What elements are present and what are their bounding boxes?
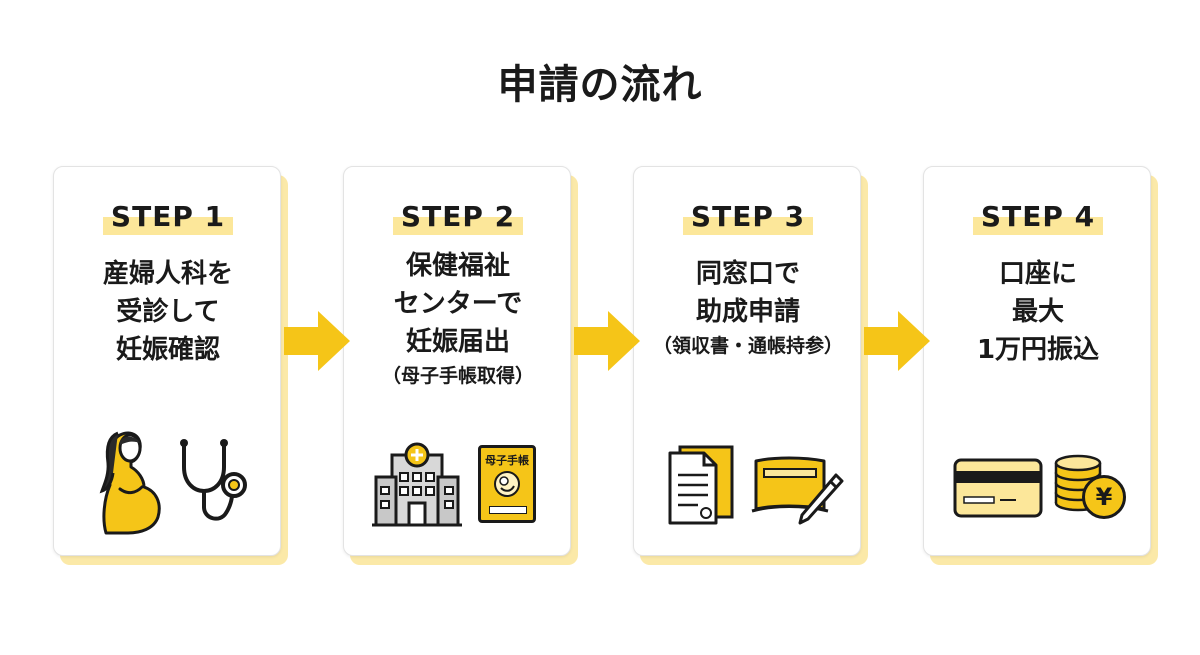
step-label: STEP 1 <box>54 198 282 235</box>
yen-coin-icon: ¥ <box>1082 475 1126 519</box>
pregnant-woman-icon <box>99 431 161 535</box>
card-body: STEP 2 保健福祉 センターで 妊娠届出 （母子手帳取得） 母子手帳 <box>343 166 571 556</box>
bankbook-pen-icon <box>751 456 844 525</box>
flow-arrow-2-icon <box>574 311 640 371</box>
step-description: 保健福祉 センターで 妊娠届出 （母子手帳取得） <box>344 247 572 391</box>
bank-card-icon <box>953 458 1043 518</box>
step-description: 同窓口で 助成申請 （領収書・通帳持参） <box>634 255 862 361</box>
step-2-card: STEP 2 保健福祉 センターで 妊娠届出 （母子手帳取得） 母子手帳 <box>343 166 578 565</box>
card-body: STEP 4 口座に 最大 1万円振込 <box>923 166 1151 556</box>
yen-symbol: ¥ <box>1095 483 1113 511</box>
maternal-handbook-icon: 母子手帳 <box>478 445 536 523</box>
hospital-building-icon <box>372 442 462 527</box>
step-description: 産婦人科を 受診して 妊娠確認 <box>102 259 233 365</box>
step-note: （母子手帳取得） <box>381 365 534 387</box>
flow-arrow-1-icon <box>284 311 350 371</box>
step-label: STEP 2 <box>344 198 572 235</box>
stethoscope-icon <box>180 439 247 521</box>
receipt-document-icon <box>668 445 734 525</box>
step-1-card: STEP 1 産婦人科を 受診して 妊娠確認 <box>53 166 288 565</box>
card-body: STEP 3 同窓口で 助成申請 （領収書・通帳持参） <box>633 166 861 556</box>
step-4-card: STEP 4 口座に 最大 1万円振込 <box>923 166 1158 565</box>
step-3-card: STEP 3 同窓口で 助成申請 （領収書・通帳持参） <box>633 166 868 565</box>
step-label: STEP 4 <box>924 198 1152 235</box>
step-note: （領収書・通帳持参） <box>652 335 843 357</box>
flow-arrow-3-icon <box>864 311 930 371</box>
booklet-line <box>489 506 527 514</box>
card-body: STEP 1 産婦人科を 受診して 妊娠確認 <box>53 166 281 556</box>
step-description: 口座に 最大 1万円振込 <box>976 259 1100 365</box>
baby-icon <box>494 471 520 497</box>
coin-stack-icon <box>1054 454 1102 512</box>
booklet-title: 母子手帳 <box>485 454 529 467</box>
page-title: 申請の流れ <box>497 62 703 108</box>
step-label: STEP 3 <box>634 198 862 235</box>
